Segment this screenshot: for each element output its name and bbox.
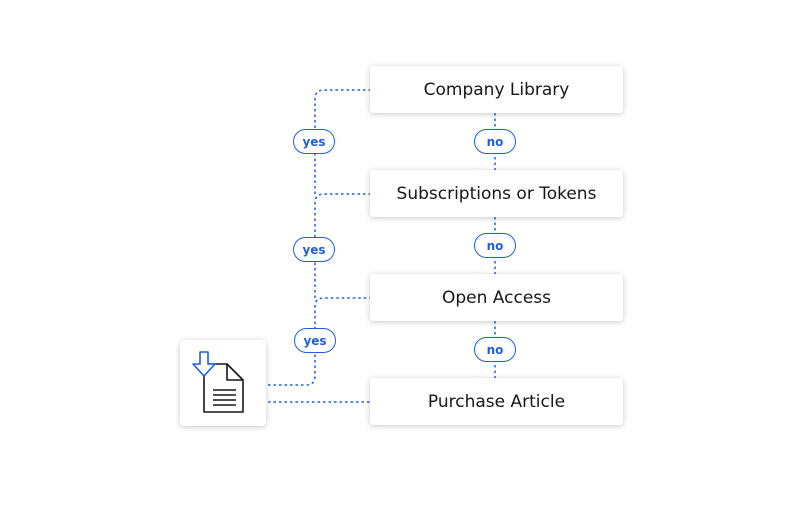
yes-path-open-access (268, 297, 370, 386)
step-company-library: Company Library (370, 66, 623, 113)
step-label: Purchase Article (427, 391, 566, 412)
no-badge: no (474, 233, 516, 258)
yes-badge: yes (293, 129, 335, 154)
yes-path-subscriptions (314, 193, 370, 298)
yes-badge: yes (294, 328, 336, 353)
step-label: Company Library (423, 79, 570, 100)
step-open-access: Open Access (370, 274, 623, 321)
document-card (180, 340, 266, 426)
document-download-icon (192, 351, 244, 413)
step-label: Open Access (441, 287, 551, 308)
no-badge: no (474, 129, 516, 154)
step-purchase-article: Purchase Article (370, 378, 623, 425)
yes-path-company-library (314, 89, 370, 194)
yes-badge: yes (293, 237, 335, 262)
no-badge: no (474, 337, 516, 362)
step-label: Subscriptions or Tokens (396, 183, 597, 204)
step-subscriptions-or-tokens: Subscriptions or Tokens (370, 170, 623, 217)
